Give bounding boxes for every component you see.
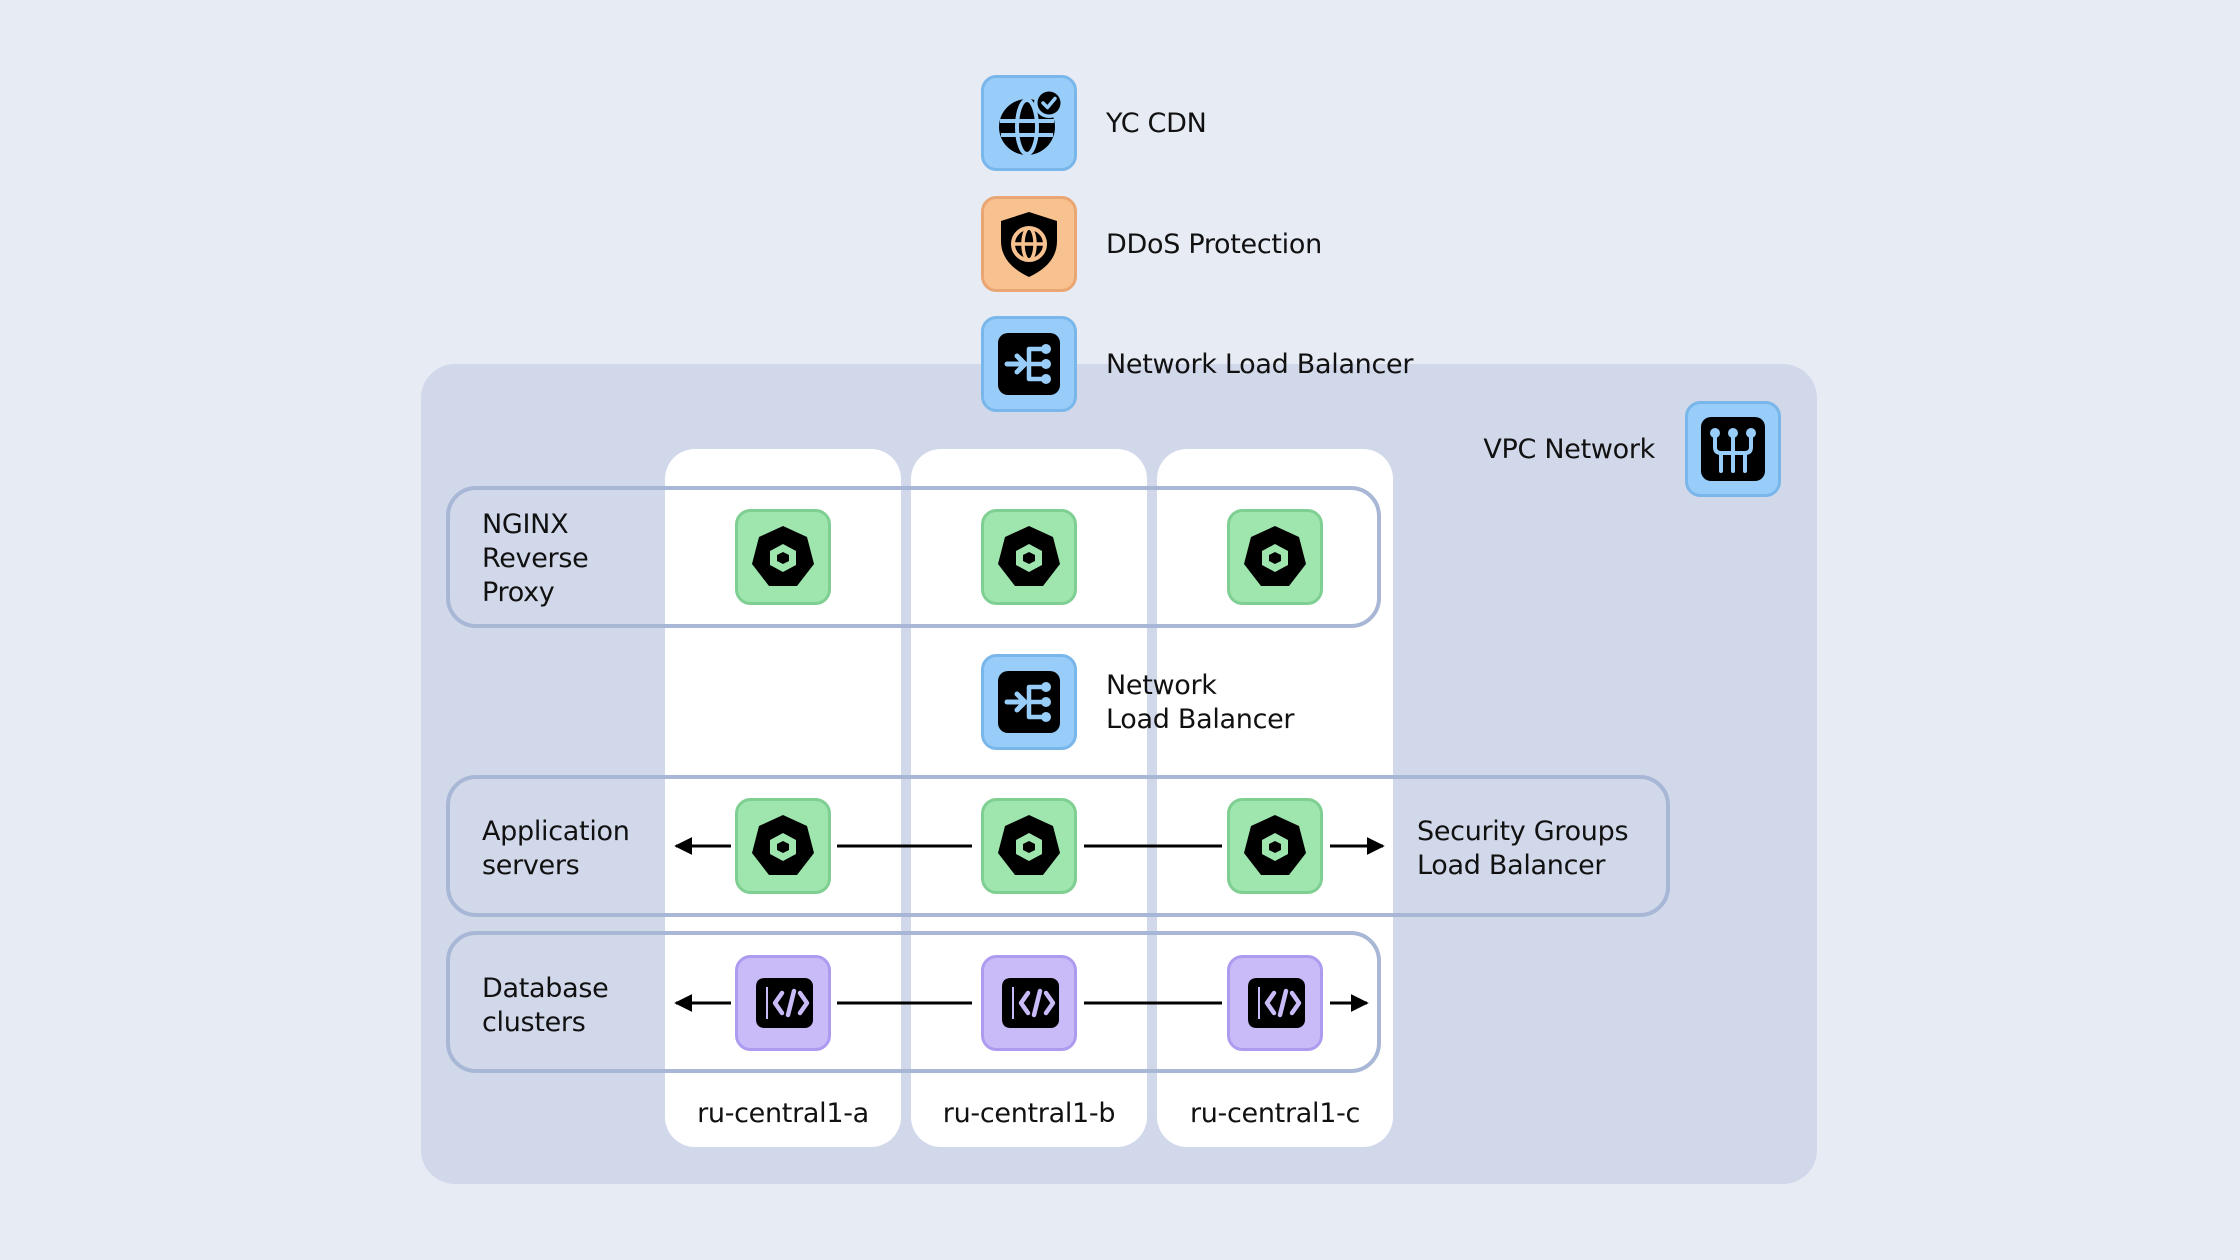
load-balancer-icon bbox=[983, 656, 1076, 749]
zone-label-c: ru-central1-c bbox=[1190, 1098, 1360, 1129]
network-hub-icon bbox=[1684, 400, 1782, 498]
app-node-a-icon bbox=[735, 798, 831, 894]
db-node-b-icon bbox=[983, 957, 1076, 1050]
tier-db-outline bbox=[446, 931, 1381, 1073]
security-groups-label: Security Groups Load Balancer bbox=[1417, 816, 1637, 881]
app-node-b-icon bbox=[981, 798, 1077, 894]
tier-nginx-outline bbox=[446, 486, 1381, 628]
db-node-c-icon bbox=[1229, 957, 1322, 1050]
cdn-label: YC CDN bbox=[1105, 108, 1207, 139]
shield-globe-icon bbox=[980, 195, 1078, 293]
db-node-a-icon bbox=[737, 957, 830, 1050]
app-node-c-icon bbox=[1227, 798, 1323, 894]
vpc-label: VPC Network bbox=[1483, 434, 1655, 465]
tier-app-outline bbox=[446, 775, 1670, 917]
zone-label-a: ru-central1-a bbox=[697, 1098, 869, 1129]
load-balancer-icon bbox=[983, 318, 1076, 411]
globe-check-icon bbox=[980, 74, 1078, 172]
ddos-label: DDoS Protection bbox=[1106, 229, 1322, 260]
nginx-node-a-icon bbox=[735, 509, 831, 605]
nlb-top-label: Network Load Balancer bbox=[1106, 349, 1414, 380]
zone-label-b: ru-central1-b bbox=[943, 1098, 1115, 1129]
nginx-node-c-icon bbox=[1227, 509, 1323, 605]
nginx-tier-label: NGINX Reverse Proxy bbox=[482, 509, 597, 608]
app-tier-label: Application servers bbox=[482, 816, 638, 881]
nginx-node-b-icon bbox=[981, 509, 1077, 605]
db-tier-label: Database clusters bbox=[482, 973, 617, 1038]
nlb-inner-label: Network Load Balancer bbox=[1106, 670, 1295, 735]
